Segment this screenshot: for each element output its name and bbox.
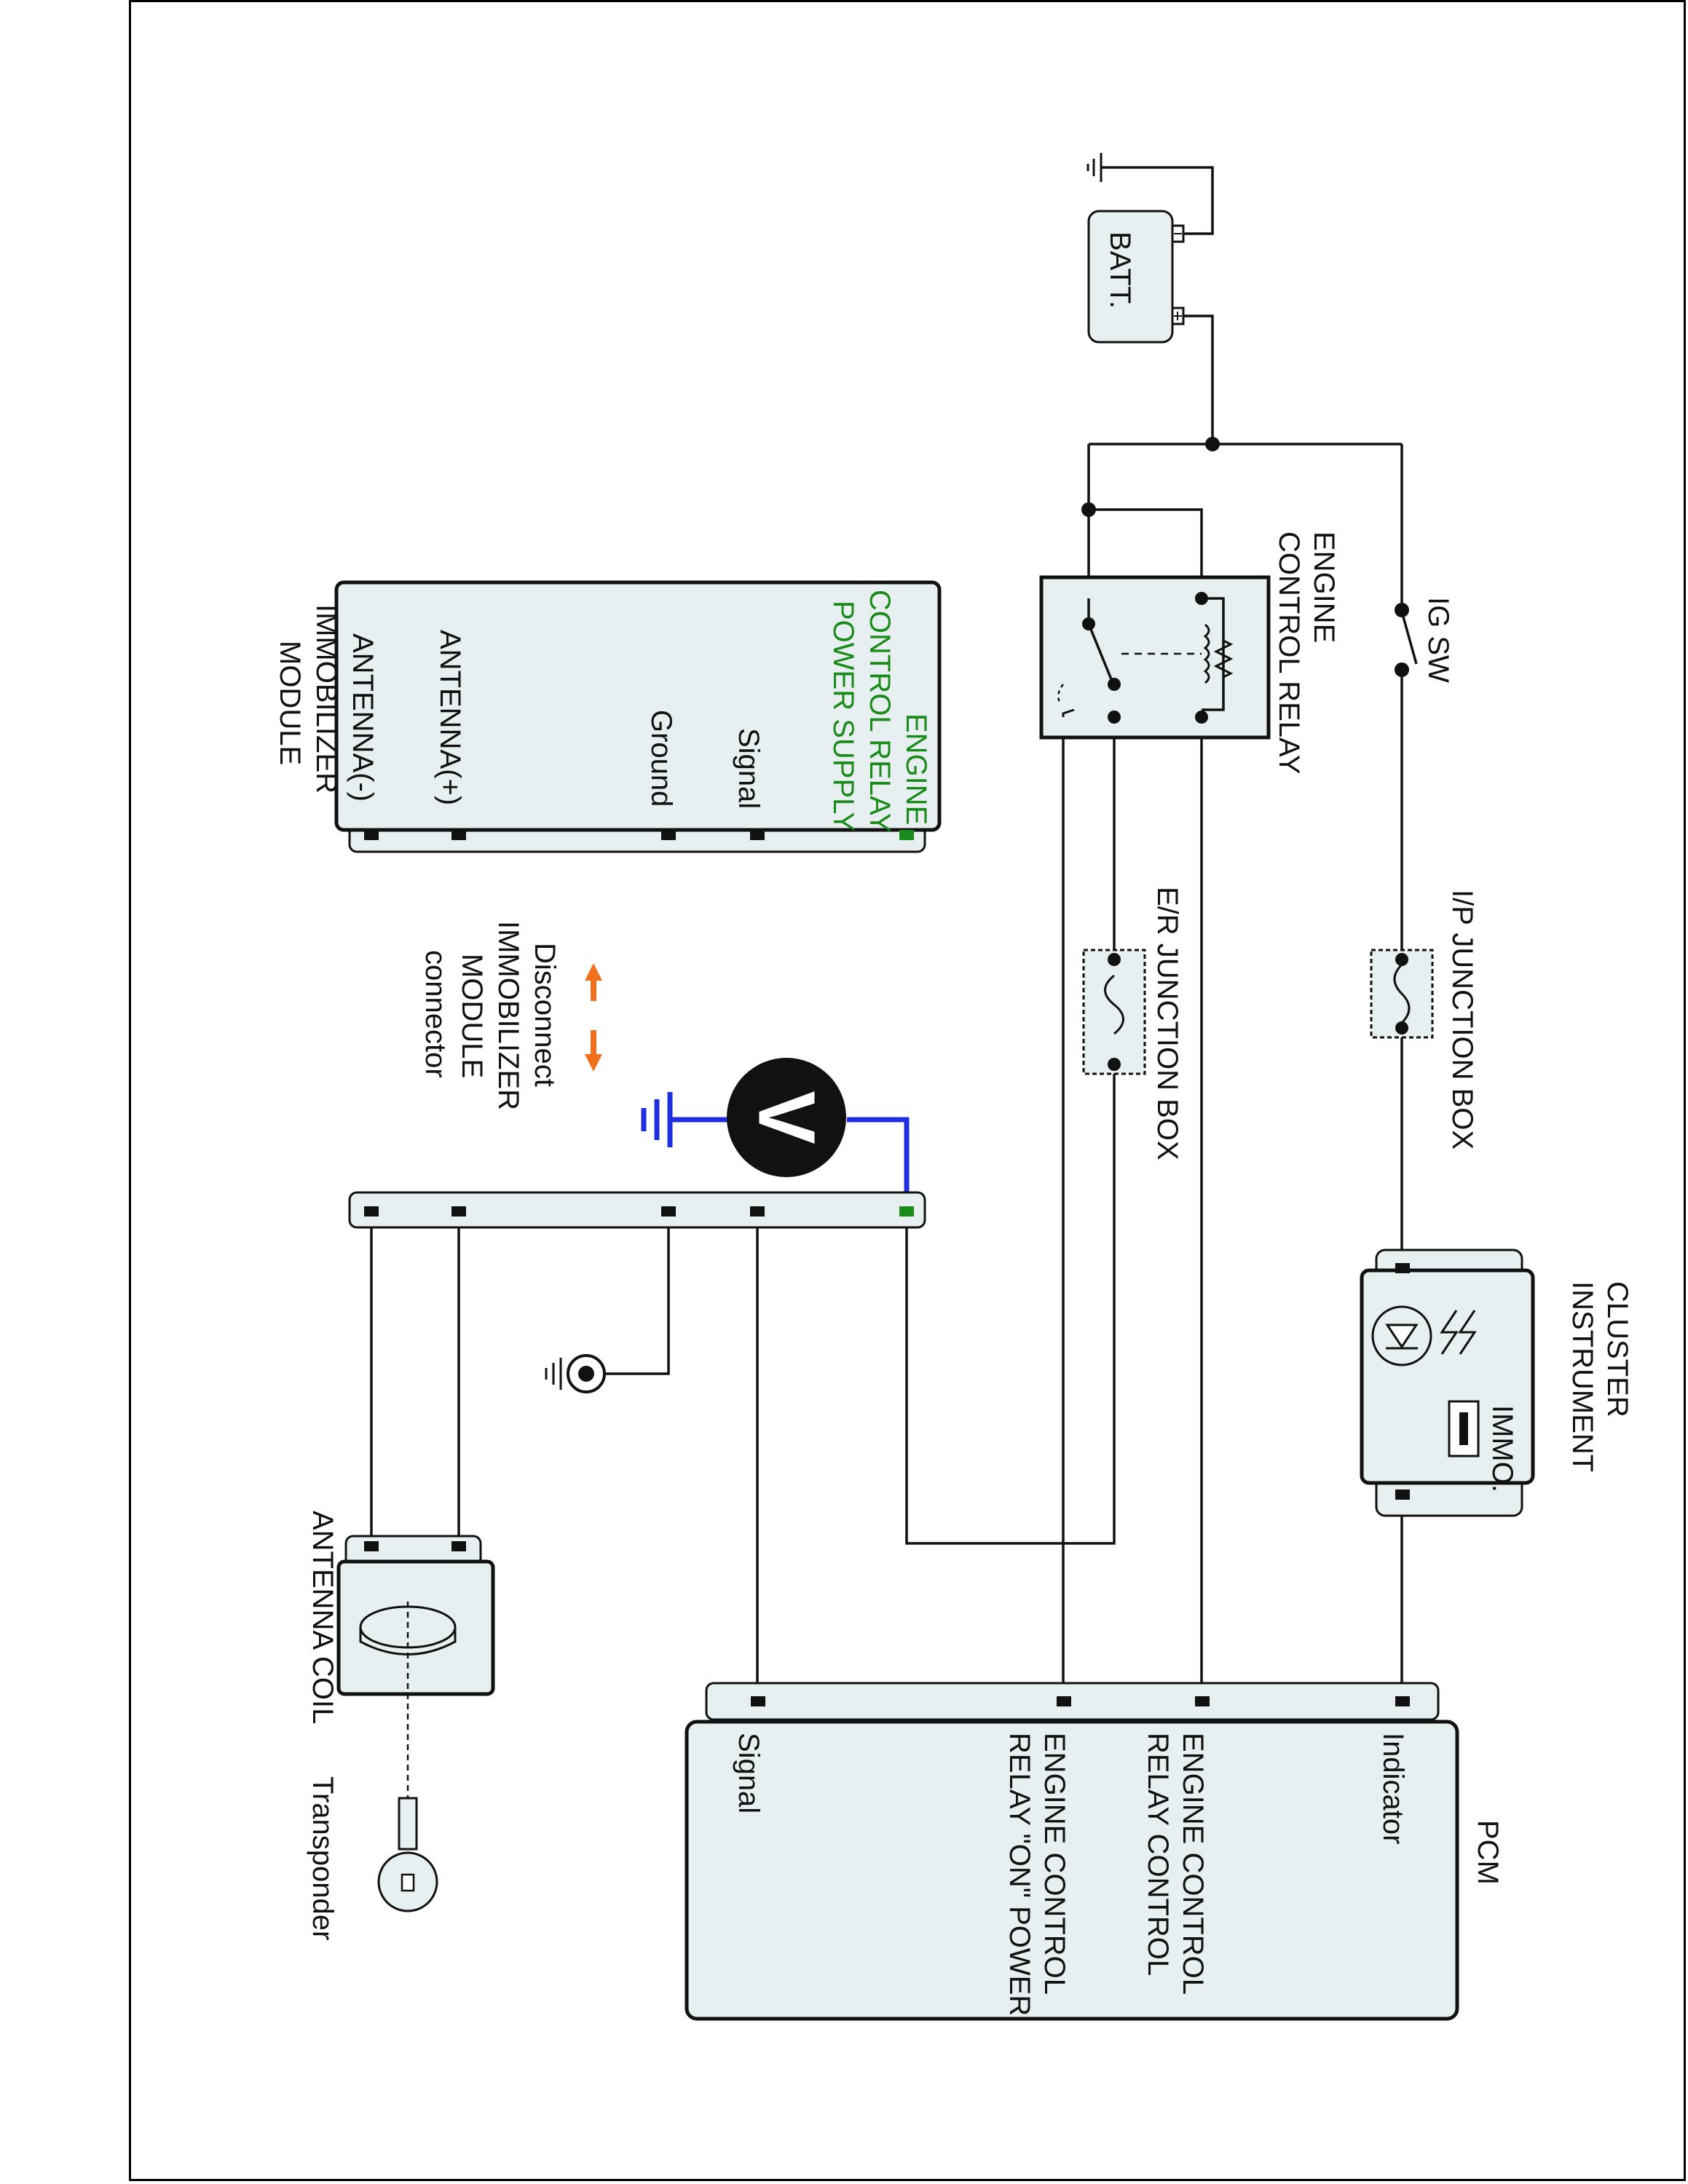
battery-ground-icon xyxy=(1086,153,1103,182)
ip-junction-box: I/P JUNCTION BOX xyxy=(1370,890,1478,1150)
chassis-ground-icon xyxy=(545,1354,606,1393)
cluster-label-line2: CLUSTER xyxy=(1601,1281,1633,1417)
wires xyxy=(370,166,1403,1702)
svg-text:POWER SUPPLY: POWER SUPPLY xyxy=(827,601,859,831)
immo-pin-power-line2: CONTROL RELAY xyxy=(864,590,896,832)
pcm-pin-relay-on-power-line2: RELAY "ON" POWER xyxy=(1003,1733,1036,2016)
svg-text:ENGINE CONTROL RELAY: ENGINE CONTROL RELAY xyxy=(1273,531,1340,774)
pcm-pin-relay-control-line2: RELAY CONTROL xyxy=(1142,1733,1174,1976)
engine-control-relay: ENGINE CONTROL RELAY xyxy=(1039,531,1340,774)
relay-label-line1: ENGINE xyxy=(1308,531,1340,643)
battery-label: BATT. xyxy=(1104,232,1136,309)
svg-text:INSTRUMENT CLUSTER: INSTRUMENT CLUSTER xyxy=(1566,1281,1633,1480)
diagram-frame xyxy=(129,0,1686,2181)
disconnected-connector xyxy=(348,1191,926,1229)
voltmeter-label: V xyxy=(742,1091,832,1144)
transponder-key-icon: Transponder xyxy=(307,1776,438,1940)
transponder-label: Transponder xyxy=(307,1776,339,1940)
svg-text:ENGINE: ENGINE xyxy=(900,713,932,825)
pcm-label: PCM xyxy=(1472,1820,1504,1885)
probe-ground-icon xyxy=(641,1092,673,1147)
immo-pin-power-line3: POWER SUPPLY xyxy=(827,601,859,831)
svg-text:RELAY CONTROL: RELAY CONTROL xyxy=(1142,1733,1174,1976)
pcm-pin-relay-control-line1: ENGINE CONTROL xyxy=(1177,1733,1209,1995)
junction-dots xyxy=(1081,437,1220,517)
immobilizer-module: ENGINE CONTROL RELAY POWER SUPPLY Signal… xyxy=(274,580,942,853)
battery: BATT. xyxy=(1087,210,1185,344)
voltmeter-icon: V xyxy=(727,1058,846,1177)
immo-pin-power-line1: ENGINE xyxy=(900,713,932,825)
instruction-line1: Disconnect xyxy=(529,943,561,1087)
antenna-coil: ANTENNA COIL xyxy=(307,1511,495,1798)
ig-sw-label: IG SW xyxy=(1422,597,1454,683)
pcm: PCM Indicator ENGINE CONTROL RELAY CONTR… xyxy=(685,1682,1504,2021)
cluster-label-line1: INSTRUMENT xyxy=(1566,1281,1598,1472)
pcm-pin-indicator: Indicator xyxy=(1377,1733,1409,1844)
relay-label-line2: CONTROL RELAY xyxy=(1273,531,1305,774)
pcm-pin-signal: Signal xyxy=(733,1733,765,1813)
ig-switch: IG SW xyxy=(1395,597,1454,683)
immo-label: IMMO. xyxy=(1486,1405,1518,1492)
svg-text:ENGINE CONTROL: ENGINE CONTROL xyxy=(1177,1733,1209,1995)
svg-text:connector: connector xyxy=(419,950,451,1078)
instruction-line4: connector xyxy=(419,950,451,1078)
svg-text:Disconnect: Disconnect xyxy=(529,943,561,1087)
ip-junction-box-label: I/P JUNCTION BOX xyxy=(1446,890,1478,1150)
pcm-pin-relay-on-power-line1: ENGINE CONTROL xyxy=(1038,1733,1070,1995)
immo-module-label-line1: IMMOBILIZER xyxy=(310,604,342,794)
immo-pin-antenna-plus: ANTENNA(+) xyxy=(434,630,466,805)
instruction-line3: MODULE xyxy=(456,954,488,1078)
immo-pin-antenna-minus: ANTENNA(-) xyxy=(347,633,379,802)
immo-pin-signal: Signal xyxy=(733,728,765,809)
er-junction-box-label: E/R JUNCTION BOX xyxy=(1151,887,1183,1160)
svg-text:IMMOBILIZER: IMMOBILIZER xyxy=(492,921,524,1110)
er-junction-box: E/R JUNCTION BOX xyxy=(1082,887,1183,1160)
svg-text:MODULE: MODULE xyxy=(456,954,488,1078)
svg-text:IMMOBILIZER: IMMOBILIZER xyxy=(310,604,342,794)
svg-text:RELAY "ON" POWER: RELAY "ON" POWER xyxy=(1003,1733,1036,2016)
instruction-line2: IMMOBILIZER xyxy=(492,921,524,1110)
instrument-cluster: IMMO. INSTRUMENT CLUSTER xyxy=(1360,1249,1633,1517)
svg-text:MODULE: MODULE xyxy=(274,641,306,765)
immo-pin-ground: Ground xyxy=(645,710,677,807)
immo-module-label-line2: MODULE xyxy=(274,641,306,765)
svg-text:ENGINE CONTROL: ENGINE CONTROL xyxy=(1038,1733,1070,1995)
antenna-coil-label: ANTENNA COIL xyxy=(307,1511,339,1724)
svg-text:CONTROL RELAY: CONTROL RELAY xyxy=(864,590,896,832)
